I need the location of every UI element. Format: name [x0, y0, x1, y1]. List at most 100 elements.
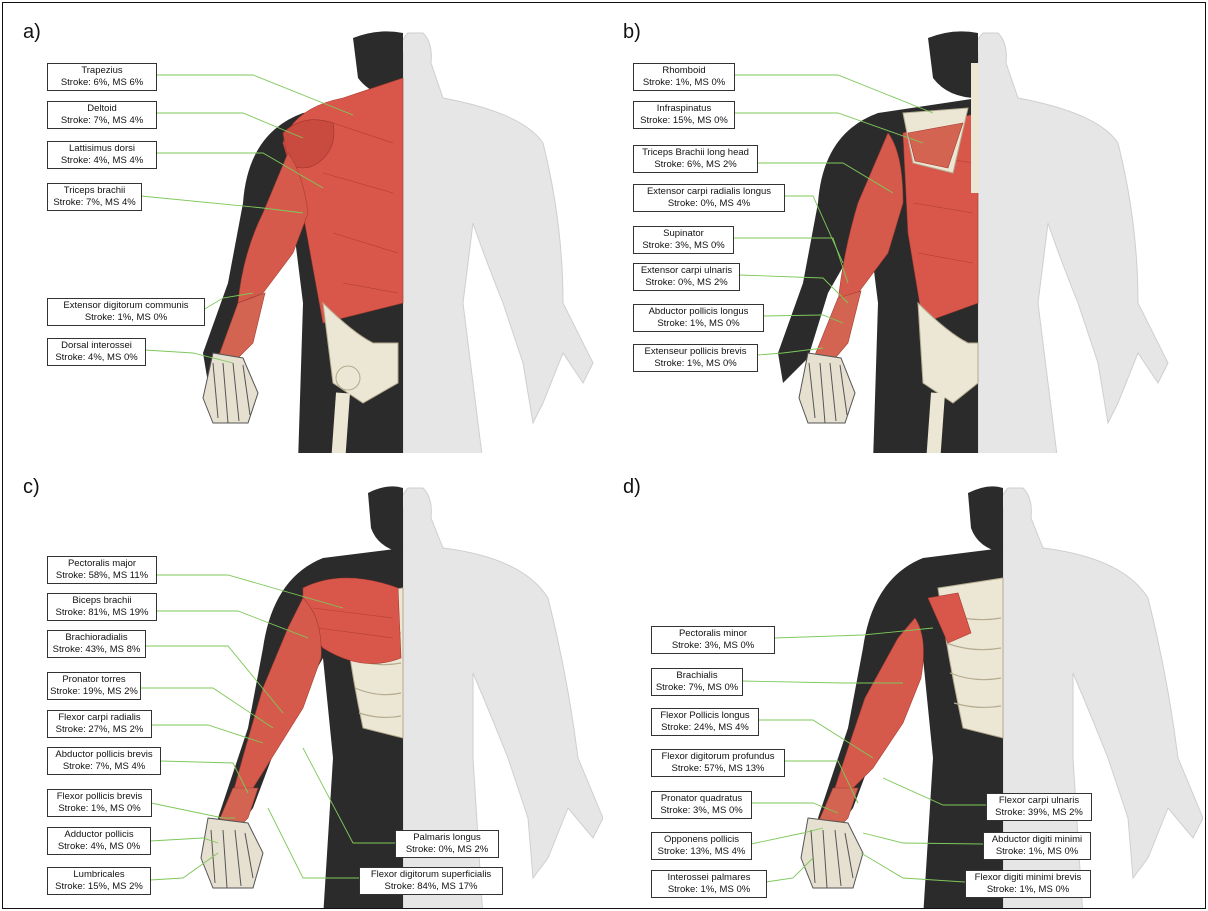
callout-stats: Stroke: 58%, MS 11% [50, 570, 154, 582]
callout-d-5: Opponens pollicis Stroke: 13%, MS 4% [651, 832, 752, 860]
callout-stats: Stroke: 7%, MS 0% [654, 682, 740, 694]
callout-c-7: Adductor pollicis Stroke: 4%, MS 0% [47, 827, 151, 855]
callout-stats: Stroke: 7%, MS 4% [50, 761, 158, 773]
callout-name: Opponens pollicis [654, 834, 749, 846]
callout-stats: Stroke: 4%, MS 0% [50, 352, 143, 364]
callout-name: Brachialis [654, 670, 740, 682]
callout-stats: Stroke: 3%, MS 0% [636, 240, 731, 252]
callout-name: Infraspinatus [636, 103, 732, 115]
panel-d: d) Pectoral [603, 458, 1203, 908]
callout-name: Lumbricales [50, 869, 148, 881]
callout-name: Trapezius [50, 65, 154, 77]
callout-b-7: Extenseur pollicis brevis Stroke: 1%, MS… [633, 344, 758, 372]
callout-c-4: Flexor carpi radialis Stroke: 27%, MS 2% [47, 710, 152, 738]
callout-name: Interossei palmares [654, 872, 764, 884]
callout-stats: Stroke: 1%, MS 0% [636, 358, 755, 370]
callout-stats: Stroke: 4%, MS 0% [50, 841, 148, 853]
callout-stats: Stroke: 1%, MS 0% [986, 846, 1088, 858]
callout-b-2: Triceps Brachii long head Stroke: 6%, MS… [633, 145, 758, 173]
callout-name: Abductor pollicis brevis [50, 749, 158, 761]
callout-name: Extensor carpi radialis longus [636, 186, 782, 198]
callout-stats: Stroke: 4%, MS 4% [50, 155, 154, 167]
callout-name: Flexor digitorum profundus [654, 751, 782, 763]
callout-d-3: Flexor digitorum profundus Stroke: 57%, … [651, 749, 785, 777]
panel-b: b) [603, 3, 1203, 453]
callout-b-3: Extensor carpi radialis longus Stroke: 0… [633, 184, 785, 212]
callout-stats: Stroke: 19%, MS 2% [50, 686, 138, 698]
callout-name: Pectoralis minor [654, 628, 772, 640]
callout-c-3: Pronator torres Stroke: 19%, MS 2% [47, 672, 141, 700]
callout-name: Extenseur pollicis brevis [636, 346, 755, 358]
callout-b-6: Abductor pollicis longus Stroke: 1%, MS … [633, 304, 764, 332]
callout-name: Extensor digitorum communis [50, 300, 202, 312]
callout-d-4: Pronator quadratus Stroke: 3%, MS 0% [651, 791, 752, 819]
callout-name: Brachioradialis [50, 632, 143, 644]
callout-name: Flexor Pollicis longus [654, 710, 756, 722]
callout-name: Adductor pollicis [50, 829, 148, 841]
panel-a: a) [3, 3, 603, 453]
callout-stats: Stroke: 13%, MS 4% [654, 846, 749, 858]
callout-c-8: Lumbricales Stroke: 15%, MS 2% [47, 867, 151, 895]
callout-name: Flexor digiti minimi brevis [968, 872, 1088, 884]
callout-c-0: Pectoralis major Stroke: 58%, MS 11% [47, 556, 157, 584]
callout-b-0: Rhomboid Stroke: 1%, MS 0% [633, 63, 735, 91]
callout-name: Supinator [636, 228, 731, 240]
callout-stats: Stroke: 24%, MS 4% [654, 722, 756, 734]
callout-b-5: Extensor carpi ulnaris Stroke: 0%, MS 2% [633, 263, 740, 291]
callout-name: Biceps brachii [50, 595, 154, 607]
callout-d-0: Pectoralis minor Stroke: 3%, MS 0% [651, 626, 775, 654]
callout-stats: Stroke: 7%, MS 4% [50, 197, 139, 209]
callout-a-2: Lattisimus dorsi Stroke: 4%, MS 4% [47, 141, 157, 169]
callout-a-5: Dorsal interossei Stroke: 4%, MS 0% [47, 338, 146, 366]
callout-name: Deltoid [50, 103, 154, 115]
callout-stats: Stroke: 0%, MS 2% [636, 277, 737, 289]
callout-stats: Stroke: 84%, MS 17% [362, 881, 500, 893]
callout-stats: Stroke: 57%, MS 13% [654, 763, 782, 775]
callout-stats: Stroke: 81%, MS 19% [50, 607, 154, 619]
callout-b-4: Supinator Stroke: 3%, MS 0% [633, 226, 734, 254]
callout-name: Triceps Brachii long head [636, 147, 755, 159]
callout-name: Triceps brachii [50, 185, 139, 197]
callout-stats: Stroke: 39%, MS 2% [989, 807, 1089, 819]
callout-a-3: Triceps brachii Stroke: 7%, MS 4% [47, 183, 142, 211]
callout-name: Rhomboid [636, 65, 732, 77]
callout-name: Pectoralis major [50, 558, 154, 570]
callout-d-9: Flexor digiti minimi brevis Stroke: 1%, … [965, 870, 1091, 898]
callout-stats: Stroke: 1%, MS 0% [968, 884, 1088, 896]
callout-name: Abductor pollicis longus [636, 306, 761, 318]
callout-name: Pronator torres [50, 674, 138, 686]
callout-stats: Stroke: 43%, MS 8% [50, 644, 143, 656]
callout-name: Extensor carpi ulnaris [636, 265, 737, 277]
callout-d-8: Abductor digiti minimi Stroke: 1%, MS 0% [983, 832, 1091, 860]
panel-c: c) [3, 458, 603, 908]
callout-stats: Stroke: 15%, MS 2% [50, 881, 148, 893]
callout-c-6: Flexor pollicis brevis Stroke: 1%, MS 0% [47, 789, 152, 817]
callout-name: Flexor pollicis brevis [50, 791, 149, 803]
callout-stats: Stroke: 1%, MS 0% [50, 312, 202, 324]
callout-c-5: Abductor pollicis brevis Stroke: 7%, MS … [47, 747, 161, 775]
callout-stats: Stroke: 6%, MS 6% [50, 77, 154, 89]
callout-d-6: Interossei palmares Stroke: 1%, MS 0% [651, 870, 767, 898]
callout-c-9: Palmaris longus Stroke: 0%, MS 2% [395, 830, 499, 858]
callout-stats: Stroke: 0%, MS 2% [398, 844, 496, 856]
callout-stats: Stroke: 7%, MS 4% [50, 115, 154, 127]
callout-stats: Stroke: 1%, MS 0% [50, 803, 149, 815]
callout-stats: Stroke: 0%, MS 4% [636, 198, 782, 210]
callout-stats: Stroke: 1%, MS 0% [654, 884, 764, 896]
callout-stats: Stroke: 1%, MS 0% [636, 77, 732, 89]
callout-c-10: Flexor digitorum superficialis Stroke: 8… [359, 867, 503, 895]
callout-name: Lattisimus dorsi [50, 143, 154, 155]
callout-stats: Stroke: 27%, MS 2% [50, 724, 149, 736]
callout-name: Dorsal interossei [50, 340, 143, 352]
callout-b-1: Infraspinatus Stroke: 15%, MS 0% [633, 101, 735, 129]
callout-stats: Stroke: 3%, MS 0% [654, 640, 772, 652]
callout-a-0: Trapezius Stroke: 6%, MS 6% [47, 63, 157, 91]
callout-stats: Stroke: 1%, MS 0% [636, 318, 761, 330]
callout-c-1: Biceps brachii Stroke: 81%, MS 19% [47, 593, 157, 621]
callout-d-1: Brachialis Stroke: 7%, MS 0% [651, 668, 743, 696]
callout-d-2: Flexor Pollicis longus Stroke: 24%, MS 4… [651, 708, 759, 736]
callout-name: Flexor digitorum superficialis [362, 869, 500, 881]
callout-stats: Stroke: 3%, MS 0% [654, 805, 749, 817]
callout-stats: Stroke: 6%, MS 2% [636, 159, 755, 171]
